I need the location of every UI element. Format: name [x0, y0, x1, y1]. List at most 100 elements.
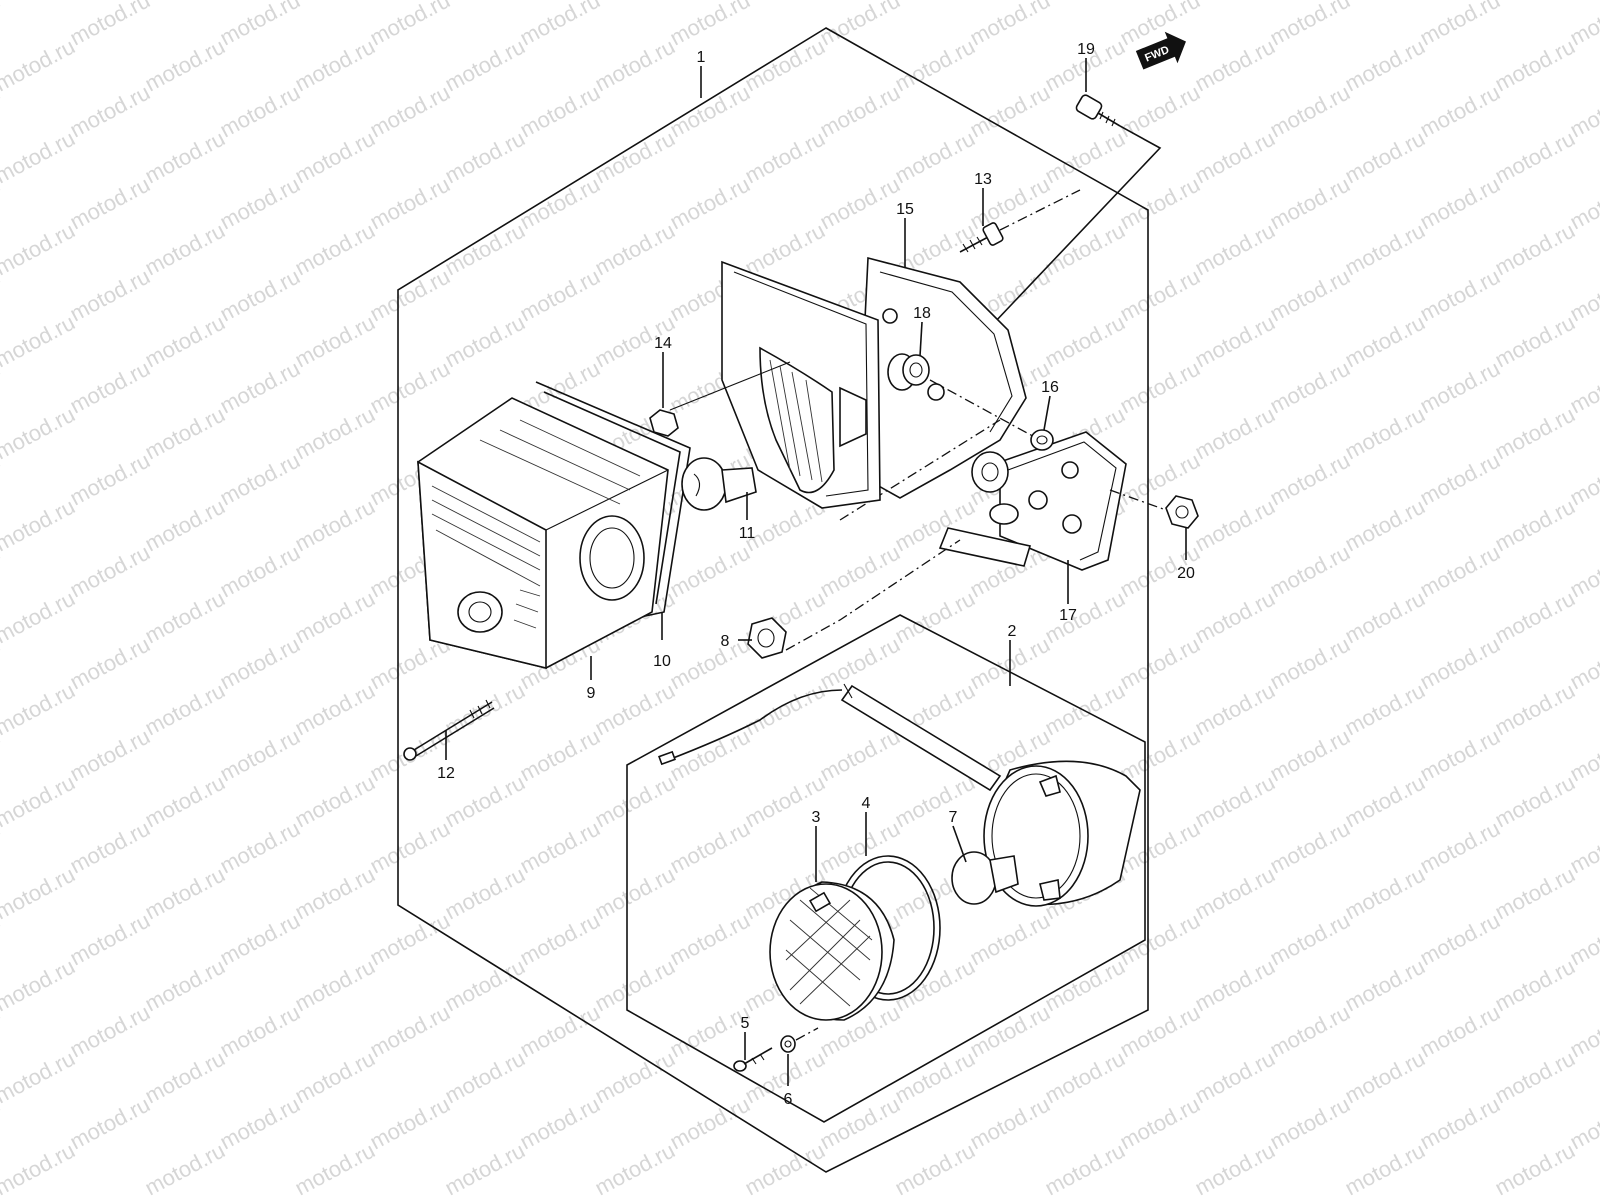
watermark-text: motod.ru — [1191, 770, 1279, 833]
watermark-text: motod.ru — [966, 1000, 1054, 1063]
watermark-text: motod.ru — [1491, 126, 1579, 189]
watermark-text: motod.ru — [1191, 1138, 1279, 1200]
watermark-text: motod.ru — [1191, 402, 1279, 465]
watermark-text: motod.ru — [0, 494, 79, 557]
watermark-text: motod.ru — [141, 402, 229, 465]
nut-14-part — [649, 361, 791, 437]
watermark-text: motod.ru — [366, 816, 454, 879]
watermark-text: motod.ru — [291, 34, 379, 97]
nut-8-part — [747, 539, 961, 659]
watermark-text: motod.ru — [1266, 172, 1354, 235]
watermark-text: motod.ru — [666, 1092, 754, 1155]
watermark-text: motod.ru — [216, 80, 304, 143]
watermark-text: motod.ru — [441, 954, 529, 1017]
watermark-text: motod.ru — [891, 126, 979, 189]
watermark-text: motod.ru — [666, 172, 754, 235]
watermark-text: motod.ru — [891, 770, 979, 833]
watermark-text: motod.ru — [891, 34, 979, 97]
watermark-text: motod.ru — [141, 586, 229, 649]
watermark-text: motod.ru — [591, 678, 679, 741]
watermark-text: motod.ru — [141, 954, 229, 1017]
watermark-text: motod.ru — [1341, 494, 1429, 557]
watermark-text: motod.ru — [0, 0, 4, 50]
watermark-text: motod.ru — [966, 0, 1054, 50]
fwd-arrow-icon: FWD — [1135, 31, 1186, 70]
watermark-text: motod.ru — [891, 1138, 979, 1200]
watermark-text: motod.ru — [291, 862, 379, 925]
gasket-10-part — [535, 381, 691, 619]
watermark-text: motod.ru — [141, 678, 229, 741]
watermark-text: motod.ru — [1116, 1000, 1204, 1063]
watermark-text: motod.ru — [1266, 1092, 1354, 1155]
watermark-text: motod.ru — [216, 0, 304, 50]
watermark-text: motod.ru — [1491, 0, 1579, 4]
watermark-text: motod.ru — [1191, 678, 1279, 741]
watermark-text: motod.ru — [1491, 34, 1579, 97]
watermark-text: motod.ru — [1116, 908, 1204, 971]
watermark-text: motod.ru — [366, 1000, 454, 1063]
watermark-text: motod.ru — [1266, 1000, 1354, 1063]
watermark-text: motod.ru — [216, 1000, 304, 1063]
callout-1: 1 — [697, 49, 706, 66]
watermark-text: motod.ru — [816, 0, 904, 50]
watermark-text: motod.ru — [441, 310, 529, 373]
watermark-text: motod.ru — [591, 1046, 679, 1109]
watermark-text: motod.ru — [141, 770, 229, 833]
watermark-text: motod.ru — [441, 678, 529, 741]
watermark-text: motod.ru — [366, 0, 454, 50]
callout-4: 4 — [862, 795, 871, 812]
watermark-text: motod.ru — [1191, 34, 1279, 97]
watermark-text: motod.ru — [1491, 862, 1579, 925]
watermark-text: motod.ru — [516, 816, 604, 879]
watermark-text: motod.ru — [1266, 80, 1354, 143]
watermark-text: motod.ru — [291, 770, 379, 833]
watermark-text: motod.ru — [516, 172, 604, 235]
watermark-text: motod.ru — [591, 34, 679, 97]
watermark-text: motod.ru — [66, 264, 154, 327]
watermark-text: motod.ru — [441, 1046, 529, 1109]
plate-17-part — [938, 431, 1127, 571]
watermark-text: motod.ru — [1041, 0, 1129, 4]
callout-9: 9 — [587, 685, 596, 702]
turn-signal-stem-part — [658, 683, 1002, 792]
watermark-text: motod.ru — [0, 34, 79, 97]
watermark-text: motod.ru — [741, 0, 829, 4]
watermark-text: motod.ru — [1341, 954, 1429, 1017]
watermark-text: motod.ru — [66, 1092, 154, 1155]
watermark-text: motod.ru — [66, 0, 154, 50]
watermark-text: motod.ru — [0, 586, 79, 649]
watermark-text: motod.ru — [1416, 356, 1504, 419]
watermark-text: motod.ru — [591, 0, 679, 4]
callout-11: 11 — [739, 525, 756, 542]
watermark-text: motod.ru — [1116, 356, 1204, 419]
watermark-text: motod.ru — [66, 172, 154, 235]
watermark-text: motod.ru — [0, 0, 79, 4]
watermark-text: motod.ru — [1266, 632, 1354, 695]
watermark-text: motod.ru — [1041, 954, 1129, 1017]
watermark-text: motod.ru — [141, 494, 229, 557]
watermark-text: motod.ru — [1341, 770, 1429, 833]
watermark-text: motod.ru — [816, 80, 904, 143]
watermark-text: motod.ru — [216, 908, 304, 971]
assembly-frame-1 — [397, 27, 1149, 1173]
watermark-text: motod.ru — [1416, 80, 1504, 143]
watermark-text: motod.ru — [1191, 954, 1279, 1017]
callout-19: 19 — [1077, 41, 1095, 58]
watermark-text: motod.ru — [366, 356, 454, 419]
watermark-text: motod.ru — [966, 908, 1054, 971]
rubber-mount-part — [971, 451, 1009, 493]
washer-6-part — [780, 1027, 819, 1053]
watermark-text: motod.ru — [216, 816, 304, 879]
watermark-text: motod.ru — [441, 34, 529, 97]
callout-3: 3 — [812, 809, 821, 826]
watermark-text: motod.ru — [1116, 80, 1204, 143]
watermark-text: motod.ru — [741, 678, 829, 741]
watermark-text: motod.ru — [66, 448, 154, 511]
watermark-text: motod.ru — [666, 0, 754, 50]
watermark-text: motod.ru — [1191, 1046, 1279, 1109]
watermark-text: motod.ru — [0, 310, 79, 373]
watermark-text: motod.ru — [591, 218, 679, 281]
watermark-text: motod.ru — [141, 1138, 229, 1200]
watermark-text: motod.ru — [141, 34, 229, 97]
callout-15: 15 — [896, 201, 914, 218]
